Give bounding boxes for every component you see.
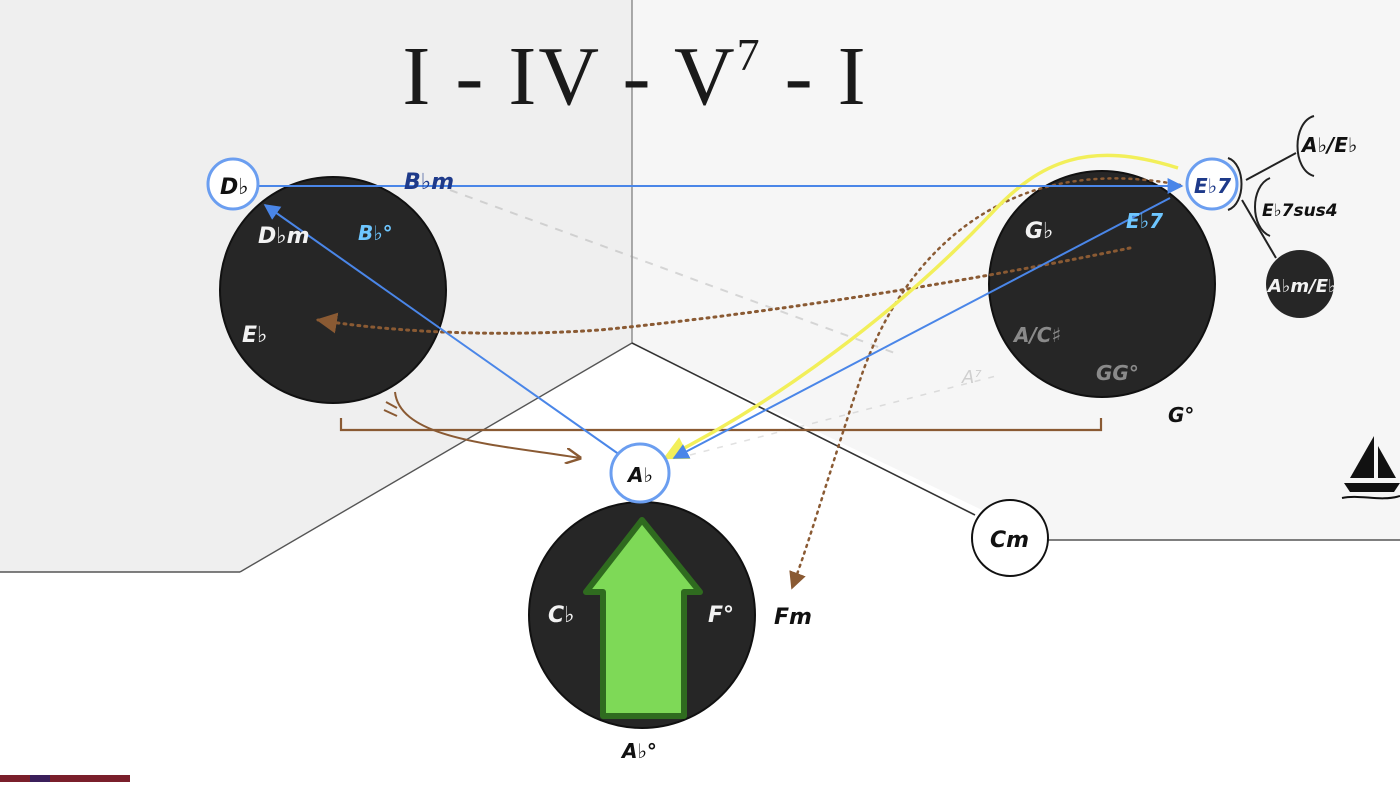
ghost-lines [449, 189, 1001, 456]
brown-tick-marks [383, 401, 398, 417]
label-a-flat-dim: A♭° [620, 739, 657, 763]
title-end: - I [761, 30, 868, 123]
chord-node-top-left [206, 157, 260, 211]
label-cm: Cm [990, 528, 1029, 553]
chord-circle-v7 [988, 170, 1216, 398]
dotted-arrow-to-e-flat [315, 246, 1132, 335]
label-e-flat: E♭ [242, 323, 267, 348]
label-a-flat: A♭ [626, 463, 653, 487]
brown-curve-arrow [394, 391, 580, 458]
label-e-flat-7-inner: E♭7 [1126, 209, 1163, 233]
faint-chord-label: A⁷ [961, 367, 982, 388]
chord-node-top-right [1185, 157, 1239, 211]
chord-tree [1227, 115, 1315, 259]
label-f-dim: F° [708, 603, 734, 628]
label-a-c-sharp: A/C♯ [1012, 323, 1061, 347]
bracket-line [339, 418, 1103, 432]
corner-bar-segment [30, 775, 50, 782]
big-up-arrow [583, 517, 703, 719]
label-c-flat: C♭ [548, 603, 575, 628]
corner-bar [0, 775, 130, 782]
chord-node-bottom [609, 442, 671, 504]
blue-arrow-to-i [672, 197, 1171, 459]
title-superscript: 7 [736, 29, 762, 80]
progression-title: I - IV - V7 - I [0, 0, 1270, 132]
chord-circle-iv [219, 176, 447, 404]
small-chord-circle [1266, 250, 1334, 318]
label-e-flat-7-top: E♭7 [1194, 174, 1231, 198]
label-g-flat: G♭ [1025, 219, 1053, 244]
label-b-flat-dim: B♭° [358, 221, 393, 245]
label-e7sus4: E♭7sus4 [1262, 201, 1338, 221]
sailboat-icon [1341, 436, 1400, 500]
label-d-flat: D♭ [220, 175, 249, 200]
label-am-over-e: A♭m/E♭ [1266, 276, 1337, 297]
label-fm: Fm [774, 605, 812, 630]
label-a-over-e: A♭/E♭ [1300, 133, 1357, 157]
blue-arrow-to-iv [263, 204, 621, 456]
label-b-flat-minor: B♭m [404, 170, 454, 195]
label-gg-dim: GG° [1096, 361, 1139, 385]
label-g-dim: G° [1168, 403, 1194, 427]
title-main: I - IV - V [402, 30, 737, 123]
label-d-flat-minor: D♭m [258, 224, 310, 249]
chord-node-cm [971, 499, 1049, 577]
yellow-arrow [662, 153, 1179, 460]
